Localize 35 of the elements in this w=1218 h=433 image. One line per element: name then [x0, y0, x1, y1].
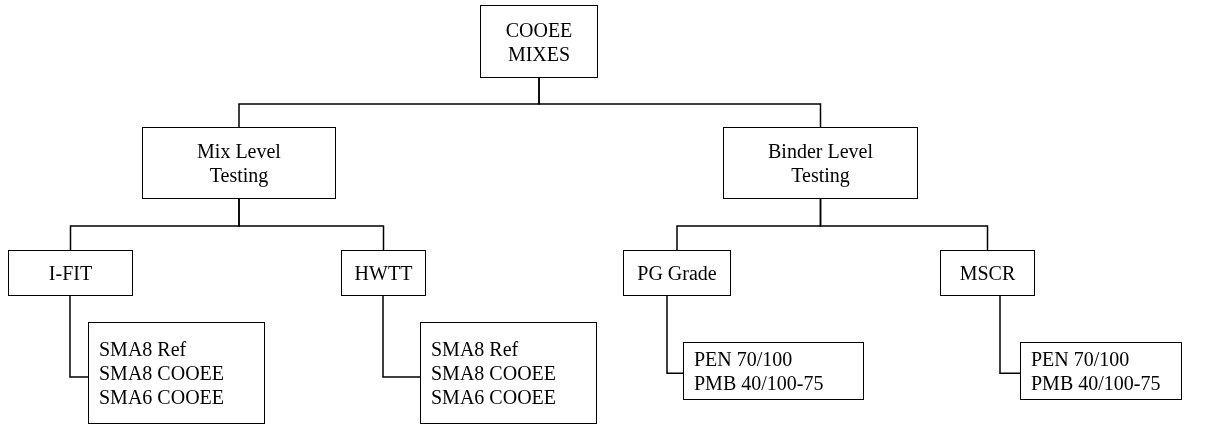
- list-item: SMA6 COOEE: [99, 385, 224, 409]
- process-box: [723, 127, 918, 199]
- list-item: PEN 70/100: [694, 347, 793, 371]
- node-label: PG Grade: [637, 261, 717, 285]
- connector-line: [666, 295, 684, 375]
- list-item: PMB 40/100-75: [694, 371, 824, 395]
- list-box: [420, 322, 597, 424]
- list-box: [88, 322, 265, 424]
- list-item: SMA8 COOEE: [431, 361, 556, 385]
- list-box: [1020, 342, 1182, 400]
- node-label: MSCR: [959, 261, 1016, 285]
- list-box: [683, 342, 864, 400]
- connector-line: [382, 295, 421, 378]
- process-box: [940, 250, 1035, 296]
- list-item: SMA6 COOEE: [431, 385, 556, 409]
- node-label: HWTT: [354, 261, 413, 285]
- list-item: SMA8 Ref: [99, 337, 187, 361]
- list-item: SMA8 Ref: [431, 337, 519, 361]
- process-box: [480, 5, 598, 78]
- node-label: COOEE MIXES: [504, 17, 574, 66]
- process-box: [142, 127, 336, 199]
- connector-line: [819, 198, 989, 251]
- connector-line: [999, 295, 1021, 375]
- list-item: SMA8 COOEE: [99, 361, 224, 385]
- list-item: PMB 40/100-75: [1031, 371, 1161, 395]
- node-label: Mix Level Testing: [196, 139, 282, 187]
- node-label: I-FIT: [48, 261, 93, 285]
- process-box: [341, 250, 426, 296]
- connector-line: [238, 198, 385, 251]
- connector-line: [69, 295, 89, 378]
- list-item: PEN 70/100: [1031, 347, 1130, 371]
- process-box: [8, 250, 133, 296]
- process-box: [623, 250, 731, 296]
- connector-line: [538, 77, 822, 128]
- node-label: Binder Level Testing: [767, 139, 874, 187]
